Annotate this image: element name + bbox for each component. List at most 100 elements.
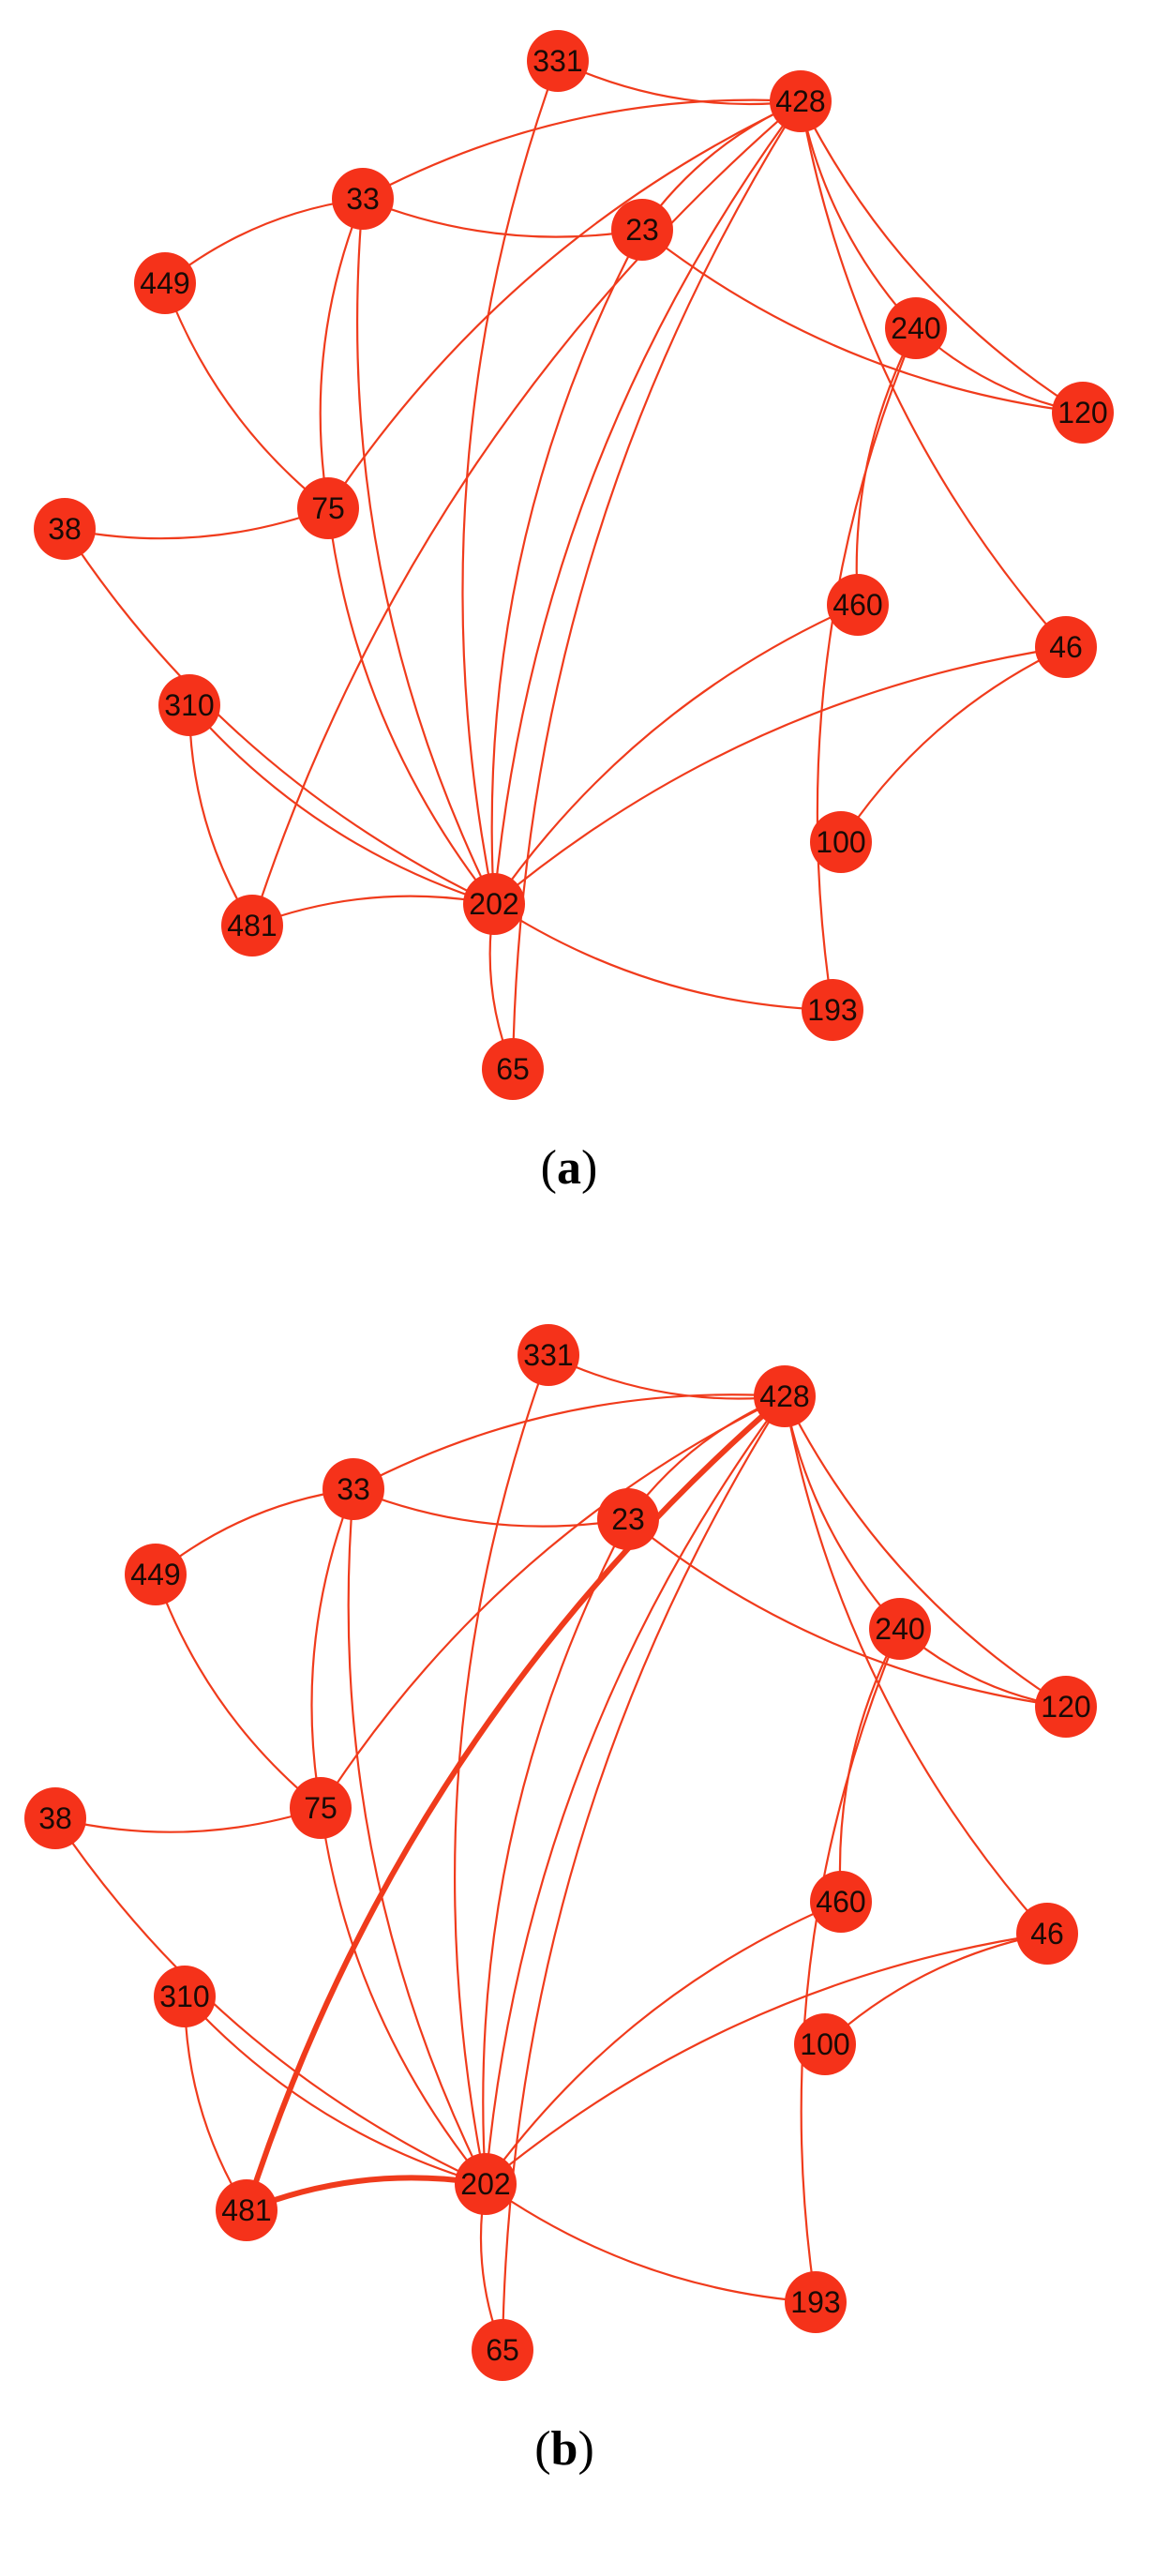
edge-428-33: [352, 1393, 786, 1490]
panel-b-edges: [54, 1354, 1067, 2351]
edge-46-100: [824, 1932, 1048, 2045]
edge-240-193: [816, 327, 918, 1011]
node-65-label: 65: [496, 1052, 530, 1086]
node-193-label: 193: [790, 2285, 840, 2319]
node-202: 202: [463, 873, 525, 935]
panel-a-nodes: 3314283323449240120387546046310100202481…: [34, 30, 1114, 1100]
edge-310-202: [188, 704, 495, 906]
node-193-label: 193: [807, 993, 857, 1027]
node-460-label: 460: [816, 1885, 865, 1919]
node-193-circle: [802, 979, 863, 1041]
node-449-circle: [125, 1544, 187, 1605]
caption-close: ): [581, 1141, 598, 1195]
edge-202-481: [245, 2175, 487, 2213]
node-75-label: 75: [304, 1791, 338, 1825]
node-75-circle: [297, 477, 359, 539]
caption-letter: b: [550, 2422, 578, 2476]
node-460-circle: [827, 574, 889, 636]
node-202: 202: [455, 2153, 517, 2215]
node-460-circle: [810, 1871, 872, 1933]
node-202-label: 202: [469, 887, 518, 921]
edge-33-202: [347, 1488, 487, 2185]
node-481-circle: [216, 2179, 278, 2241]
edge-449-75: [154, 1574, 322, 1809]
node-46-circle: [1016, 1903, 1078, 1965]
edge-38-75: [54, 1806, 322, 1833]
edge-33-202: [355, 198, 495, 905]
node-449-circle: [134, 252, 196, 314]
edge-23-202: [490, 229, 643, 905]
node-65-circle: [472, 2319, 533, 2381]
edge-23-202: [482, 1518, 629, 2185]
edge-428-46: [799, 100, 1067, 648]
edge-449-75: [163, 282, 329, 509]
node-460-label: 460: [832, 588, 882, 622]
edge-240-460: [855, 327, 917, 606]
node-310: 310: [154, 1966, 216, 2027]
edge-428-202: [484, 1395, 786, 2185]
node-428-circle: [754, 1365, 816, 1427]
node-120-label: 120: [1058, 396, 1107, 429]
node-331-label: 331: [523, 1338, 573, 1372]
node-46: 46: [1035, 616, 1097, 678]
node-46: 46: [1016, 1903, 1078, 1965]
node-331-circle: [527, 30, 589, 92]
node-449: 449: [134, 252, 196, 314]
node-23-circle: [611, 199, 673, 261]
node-65: 65: [472, 2319, 533, 2381]
node-100-circle: [794, 2013, 856, 2075]
node-428: 428: [754, 1365, 816, 1427]
edge-23-120: [641, 229, 1084, 414]
edge-33-75: [319, 198, 365, 509]
edge-428-46: [783, 1395, 1048, 1935]
node-23-label: 23: [611, 1502, 645, 1536]
edge-23-120: [627, 1518, 1067, 1709]
node-193: 193: [785, 2271, 847, 2333]
node-310-label: 310: [159, 1980, 209, 2013]
edge-46-202: [493, 645, 1067, 905]
node-75-label: 75: [311, 491, 345, 525]
caption-open: (: [540, 1141, 557, 1195]
edge-75-202: [319, 1807, 487, 2185]
node-202-circle: [463, 873, 525, 935]
node-75-circle: [290, 1777, 352, 1839]
node-460: 460: [810, 1871, 872, 1933]
node-33-circle: [322, 1458, 384, 1520]
node-331-label: 331: [532, 44, 582, 78]
edge-310-202: [184, 1996, 487, 2186]
node-33-circle: [332, 168, 394, 230]
edge-331-428: [557, 60, 802, 106]
edge-75-202: [326, 507, 495, 905]
edge-460-202: [493, 603, 859, 905]
node-202-label: 202: [460, 2167, 510, 2201]
node-120: 120: [1035, 1676, 1097, 1738]
edge-428-202: [492, 100, 802, 905]
node-75: 75: [297, 477, 359, 539]
node-481-label: 481: [227, 909, 277, 942]
panel-b-caption: (b): [471, 2421, 658, 2477]
node-38-circle: [24, 1787, 86, 1849]
node-428: 428: [770, 70, 832, 132]
node-240: 240: [869, 1598, 931, 1660]
node-331-circle: [518, 1324, 579, 1386]
node-23-label: 23: [625, 213, 659, 247]
node-75: 75: [290, 1777, 352, 1839]
node-120-label: 120: [1041, 1690, 1090, 1724]
panel-a-graph: 3314283323449240120387546046310100202481…: [34, 30, 1114, 1100]
edge-33-449: [155, 1487, 354, 1575]
edge-38-75: [64, 506, 329, 540]
node-449: 449: [125, 1544, 187, 1605]
node-65: 65: [482, 1038, 544, 1100]
edge-202-481: [251, 895, 495, 927]
edge-460-202: [485, 1900, 842, 2185]
node-240: 240: [885, 297, 947, 359]
node-100: 100: [810, 811, 872, 873]
node-65-circle: [482, 1038, 544, 1100]
node-331: 331: [527, 30, 589, 92]
node-428-label: 428: [775, 84, 825, 118]
node-33: 33: [332, 168, 394, 230]
edge-428-240: [799, 100, 917, 329]
node-449-label: 449: [140, 266, 189, 300]
node-202-circle: [455, 2153, 517, 2215]
